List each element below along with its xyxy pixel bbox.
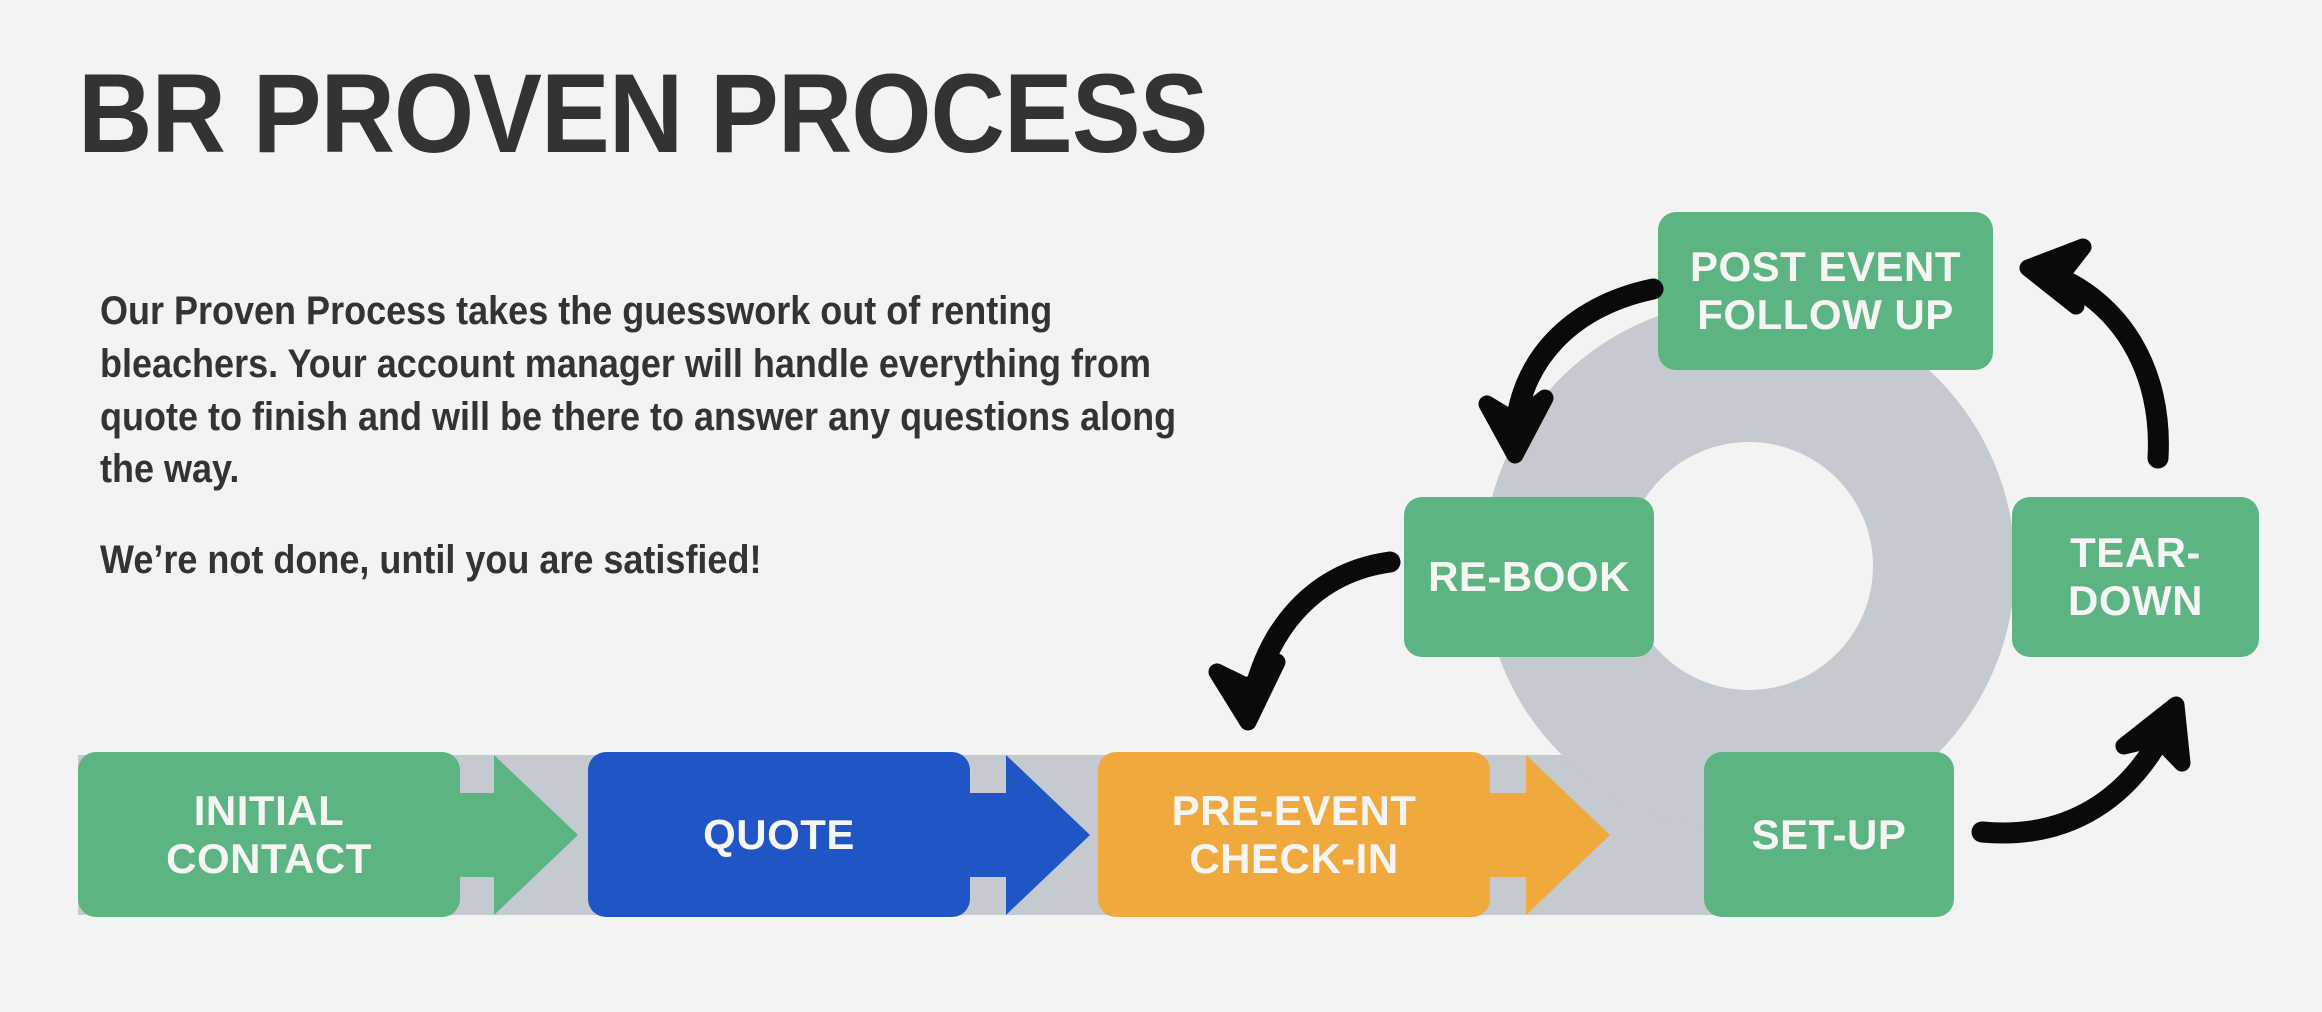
arrow-checkin-to-rebook — [1208, 551, 1401, 731]
cycle-label-line1: TEAR- — [2070, 529, 2201, 577]
intro-text-block: Our Proven Process takes the guesswork o… — [100, 285, 1207, 587]
step-label-initial-contact: INITIAL CONTACT — [166, 787, 372, 881]
page-title: BR PROVEN PROCESS — [78, 51, 1208, 176]
paragraph-spacer — [100, 496, 1207, 534]
step-initial-contact[interactable]: INITIAL CONTACT — [78, 752, 460, 917]
chevron-arrow-1 — [448, 755, 578, 915]
cycle-label-tear-down: TEAR- DOWN — [2068, 529, 2203, 625]
step-label-line2: CHECK-IN — [1189, 834, 1399, 882]
cycle-node-post-event-follow-up[interactable]: POST EVENT FOLLOW UP — [1658, 212, 1993, 370]
step-label-pre-event-check-in: PRE-EVENT CHECK-IN — [1172, 787, 1417, 881]
chevron-shape-1 — [448, 755, 578, 915]
cycle-ring-hole — [1625, 442, 1873, 690]
step-label-line2: CONTACT — [166, 834, 372, 882]
arrow-setup-to-teardown — [1971, 696, 2191, 844]
chevron-shape-3 — [1480, 755, 1610, 915]
arrow-teardown-to-followup — [2019, 238, 2169, 469]
cycle-label-line2: DOWN — [2068, 577, 2203, 624]
cycle-node-tear-down[interactable]: TEAR- DOWN — [2012, 497, 2259, 657]
chevron-arrow-3 — [1480, 755, 1610, 915]
step-quote[interactable]: QUOTE — [588, 752, 970, 917]
intro-paragraph-2: We’re not done, until you are satisfied! — [100, 538, 762, 583]
cycle-label-set-up: SET-UP — [1751, 810, 1907, 858]
cycle-label-line1: POST EVENT — [1689, 243, 1962, 291]
chevron-shape-2 — [960, 755, 1090, 915]
chevron-arrow-2 — [960, 755, 1090, 915]
step-label-quote: QUOTE — [703, 810, 855, 858]
cycle-node-re-book[interactable]: RE-BOOK — [1404, 497, 1654, 657]
step-pre-event-check-in[interactable]: PRE-EVENT CHECK-IN — [1098, 752, 1490, 917]
step-label-line1: INITIAL — [193, 787, 345, 835]
intro-paragraph-1: Our Proven Process takes the guesswork o… — [100, 289, 1177, 492]
cycle-label-re-book: RE-BOOK — [1428, 553, 1630, 601]
cycle-node-set-up[interactable]: SET-UP — [1704, 752, 1954, 917]
cycle-label-line2: FOLLOW UP — [1697, 291, 1954, 338]
cycle-label-post-event-follow-up: POST EVENT FOLLOW UP — [1690, 243, 1961, 339]
step-label-line1: PRE-EVENT — [1171, 787, 1417, 835]
